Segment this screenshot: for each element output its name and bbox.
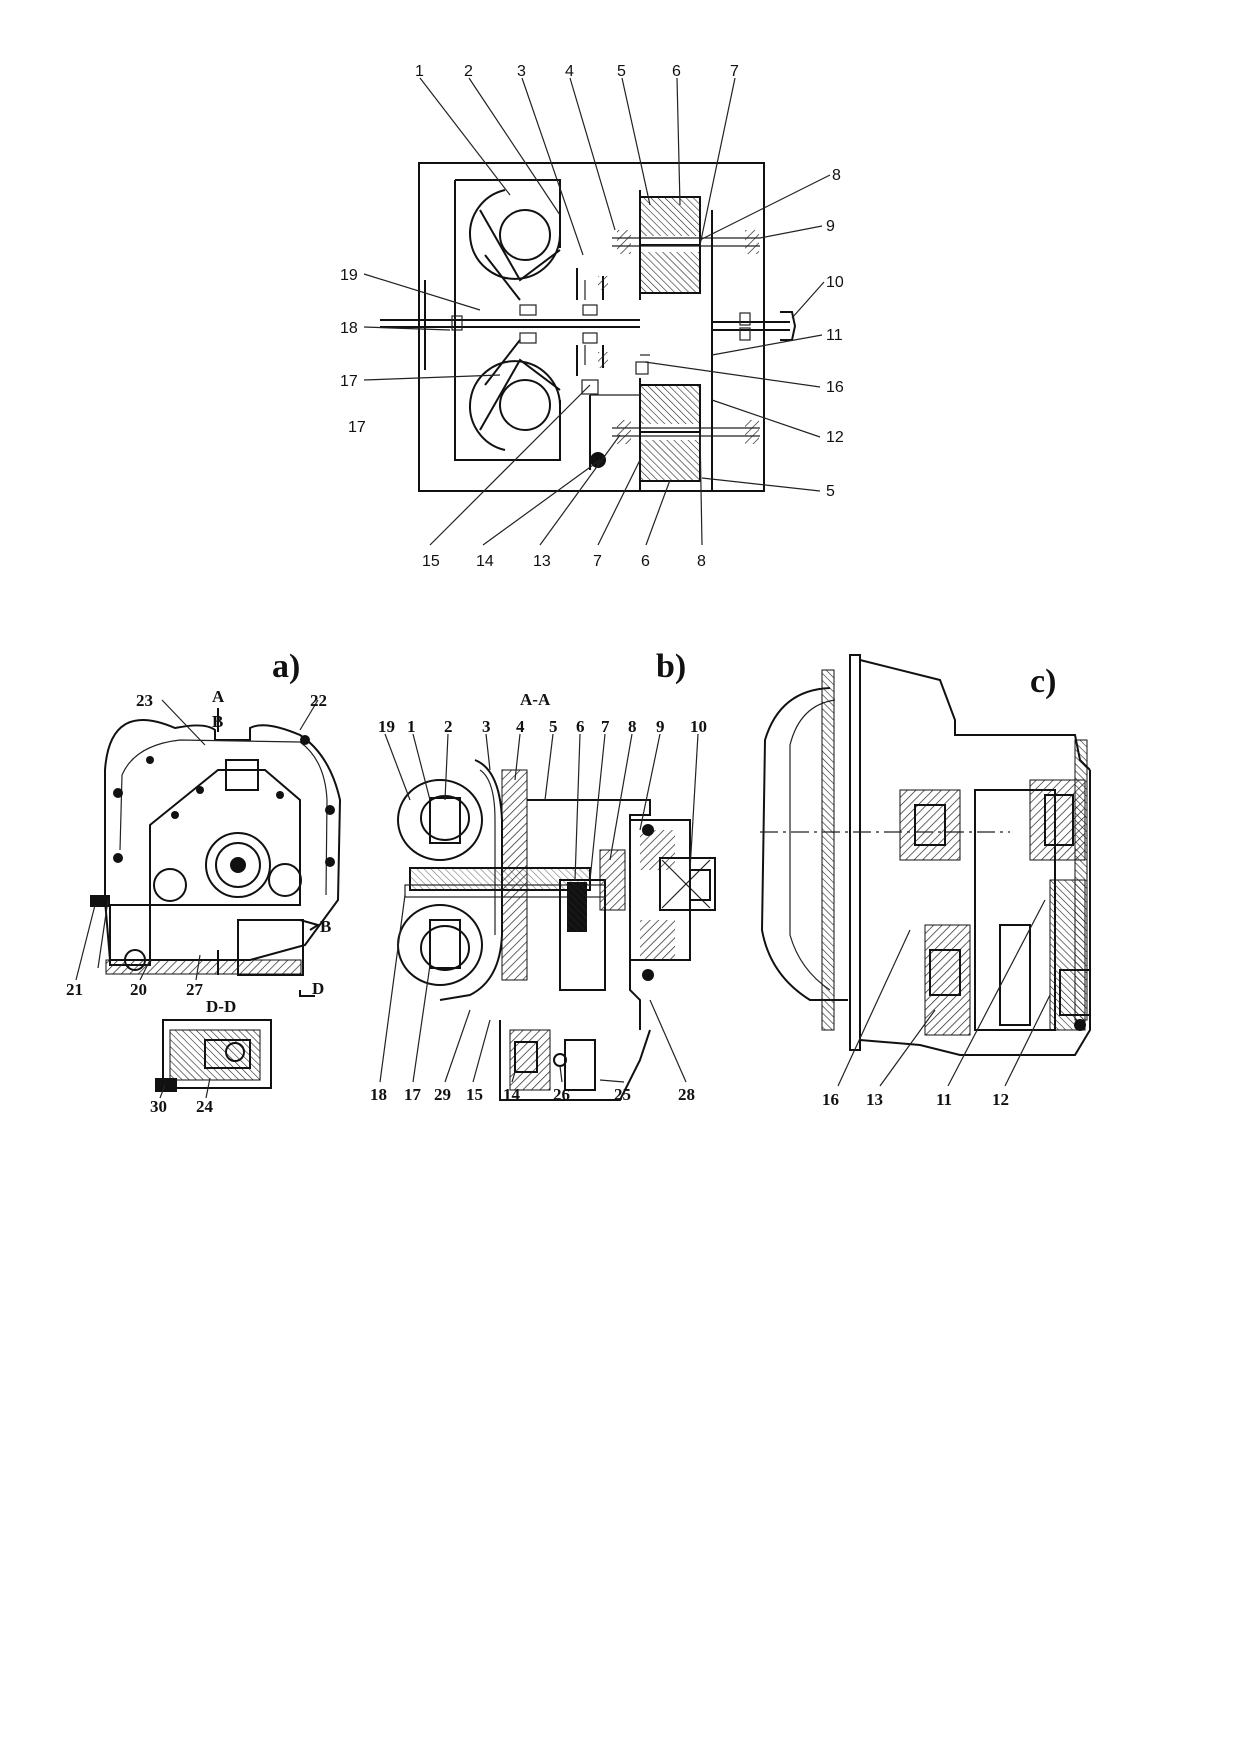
callout-7: 7 [730,63,739,80]
callout-15: 15 [422,553,440,570]
callout-16: 16 [826,379,844,396]
stray-callout-17: 17 [348,419,366,436]
section-mark-b-top: B [212,712,223,731]
callout-13: 13 [533,553,551,570]
callout-b3: 3 [482,717,491,736]
panel-b-drawing [379,733,716,1101]
section-aa-label: A-A [520,690,551,709]
callout-b29: 29 [434,1085,451,1104]
callout-8: 8 [832,167,841,184]
callout-6b: 6 [641,553,650,570]
callout-b8: 8 [628,717,637,736]
callout-b25: 25 [614,1085,631,1104]
callout-b2: 2 [444,717,453,736]
callout-5b: 5 [826,483,835,500]
callout-b10: 10 [690,717,707,736]
panel-a-label: a) [272,648,300,685]
callout-9: 9 [826,218,835,235]
callout-c13: 13 [866,1090,883,1109]
stator [576,268,608,376]
section-dd-label: D-D [206,997,236,1016]
callout-7b: 7 [593,553,602,570]
callout-b6: 6 [576,717,585,736]
callout-3: 3 [517,63,526,80]
callout-c12: 12 [992,1090,1009,1109]
panel-b-labels: 19 1 2 3 4 5 6 7 8 9 10 18 17 29 15 14 2… [370,717,707,1104]
callout-12: 12 [826,429,844,446]
upper-torus [469,189,561,301]
schematic-leaders [363,77,831,546]
callout-10: 10 [826,274,844,291]
callout-b17: 17 [404,1085,422,1104]
upper-clutch-pack [612,190,760,300]
callout-18: 18 [340,320,358,337]
callout-b7: 7 [601,717,610,736]
callout-17: 17 [340,373,358,390]
callout-5: 5 [617,63,626,80]
callout-b9: 9 [656,717,665,736]
callout-27: 27 [186,980,204,999]
panel-c-label: c) [1030,663,1056,700]
section-mark-a: A [212,687,225,706]
panel-a-drawing [75,699,342,1099]
callout-2: 2 [464,63,473,80]
callout-22: 22 [310,691,327,710]
callout-b15: 15 [466,1085,483,1104]
panel-c-labels: 16 13 11 12 [822,1090,1009,1109]
callout-8b: 8 [697,553,706,570]
main-shaft [380,280,640,370]
callout-14: 14 [476,553,494,570]
callout-1: 1 [415,63,424,80]
callout-b18: 18 [370,1085,387,1104]
callout-c11: 11 [936,1090,952,1109]
panel-c-drawing [760,654,1091,1087]
callout-b28: 28 [678,1085,695,1104]
callout-b19: 19 [378,717,395,736]
callout-b4: 4 [516,717,525,736]
callout-30: 30 [150,1097,167,1116]
callout-21: 21 [66,980,83,999]
callout-11: 11 [826,327,843,344]
callout-24: 24 [196,1097,214,1116]
callout-6: 6 [672,63,681,80]
schematic-labels: 1 2 3 4 5 6 7 8 9 10 11 16 12 5 8 6 7 13… [340,63,844,570]
lower-torus [469,339,561,451]
callout-b5: 5 [549,717,558,736]
panel-b-label: b) [656,648,686,685]
callout-4: 4 [565,63,574,80]
panel-a-labels: A B B D-D D 23 22 21 20 27 30 24 [66,687,331,1116]
section-mark-d: D [312,979,324,998]
section-mark-b-side: B [320,917,331,936]
callout-c16: 16 [822,1090,839,1109]
callout-b14: 14 [503,1085,521,1104]
callout-20: 20 [130,980,147,999]
callout-19: 19 [340,267,358,284]
transfer-gears [581,210,797,490]
callout-b1: 1 [407,717,416,736]
callout-23: 23 [136,691,153,710]
kinematic-schematic [363,77,831,546]
callout-b26: 26 [553,1085,570,1104]
